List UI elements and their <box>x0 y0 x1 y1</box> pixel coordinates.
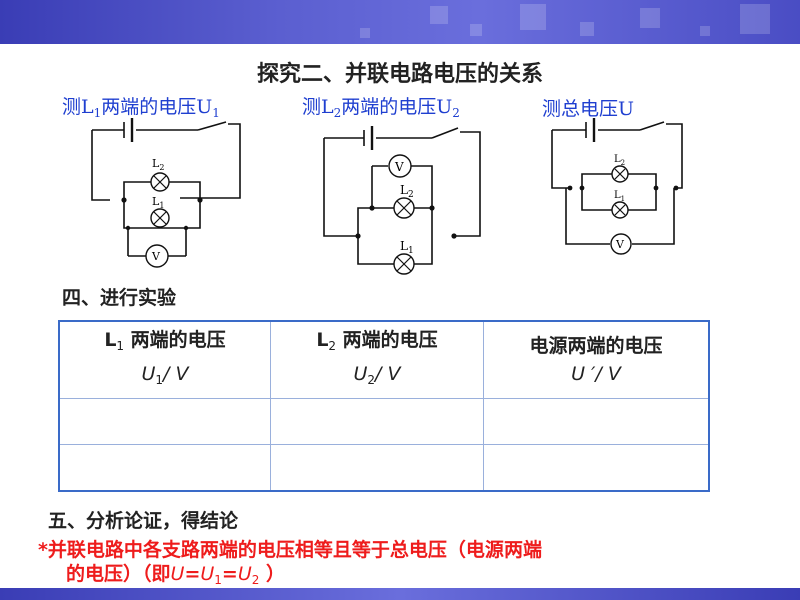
table-row <box>58 444 710 492</box>
conclusion-line-1: *并联电路中各支路两端的电压相等且等于总电压（电源两端 <box>38 539 542 561</box>
top-banner <box>0 0 800 52</box>
lamp-label-l1: L1 <box>152 195 164 210</box>
table-cell[interactable] <box>58 398 271 445</box>
bottom-banner <box>0 588 800 600</box>
lamp-label-l2: L2 <box>152 157 164 172</box>
circuit-label-1: 测L1两端的电压U1 <box>62 96 220 120</box>
table-header-cell: L2 两端的电压 U2/ V <box>270 320 484 399</box>
lamp-label-l1: L1 <box>614 190 625 203</box>
section-heading-conclusion: 五、分析论证，得结论 <box>48 510 239 532</box>
table-row <box>58 398 710 445</box>
table-cell[interactable] <box>270 398 484 445</box>
table-cell[interactable] <box>483 398 710 445</box>
circuit-label-3: 测总电压U <box>542 98 635 120</box>
page-title: 探究二、并联电路电压的关系 <box>256 62 543 87</box>
circuit-diagram-1: L2 L1 V <box>91 118 241 268</box>
table-header-row: L1 两端的电压 U1/ V L2 两端的电压 U2/ V 电源两端的电压 U … <box>58 320 710 399</box>
conclusion-line-2: 的电压）（即U=U1=U2 ） <box>66 563 286 587</box>
slide-body <box>0 44 800 588</box>
lamp-label-l2: L2 <box>614 154 625 167</box>
table-cell[interactable] <box>58 444 271 492</box>
table-header-cell: 电源两端的电压 U ′/ V <box>483 320 710 399</box>
circuit-diagram-2: V L2 L1 <box>323 126 481 275</box>
section-heading-experiment: 四、进行实验 <box>62 287 177 309</box>
voltmeter-icon: V <box>151 250 161 263</box>
table-header-cell: L1 两端的电压 U1/ V <box>58 320 271 399</box>
table-cell[interactable] <box>270 444 484 492</box>
lamp-label-l2: L2 <box>400 183 414 200</box>
data-table: L1 两端的电压 U1/ V L2 两端的电压 U2/ V 电源两端的电压 U … <box>58 320 710 492</box>
voltmeter-icon: V <box>615 238 625 251</box>
circuit-diagram-3: L2 L1 V <box>551 118 683 255</box>
circuit-label-2: 测L2两端的电压U2 <box>302 96 460 120</box>
table-cell[interactable] <box>483 444 710 492</box>
voltmeter-icon: V <box>394 160 404 174</box>
conclusion-text: *并联电路中各支路两端的电压相等且等于总电压（电源两端 的电压）（即U=U1=U… <box>38 538 768 592</box>
lamp-label-l1: L1 <box>400 239 414 256</box>
